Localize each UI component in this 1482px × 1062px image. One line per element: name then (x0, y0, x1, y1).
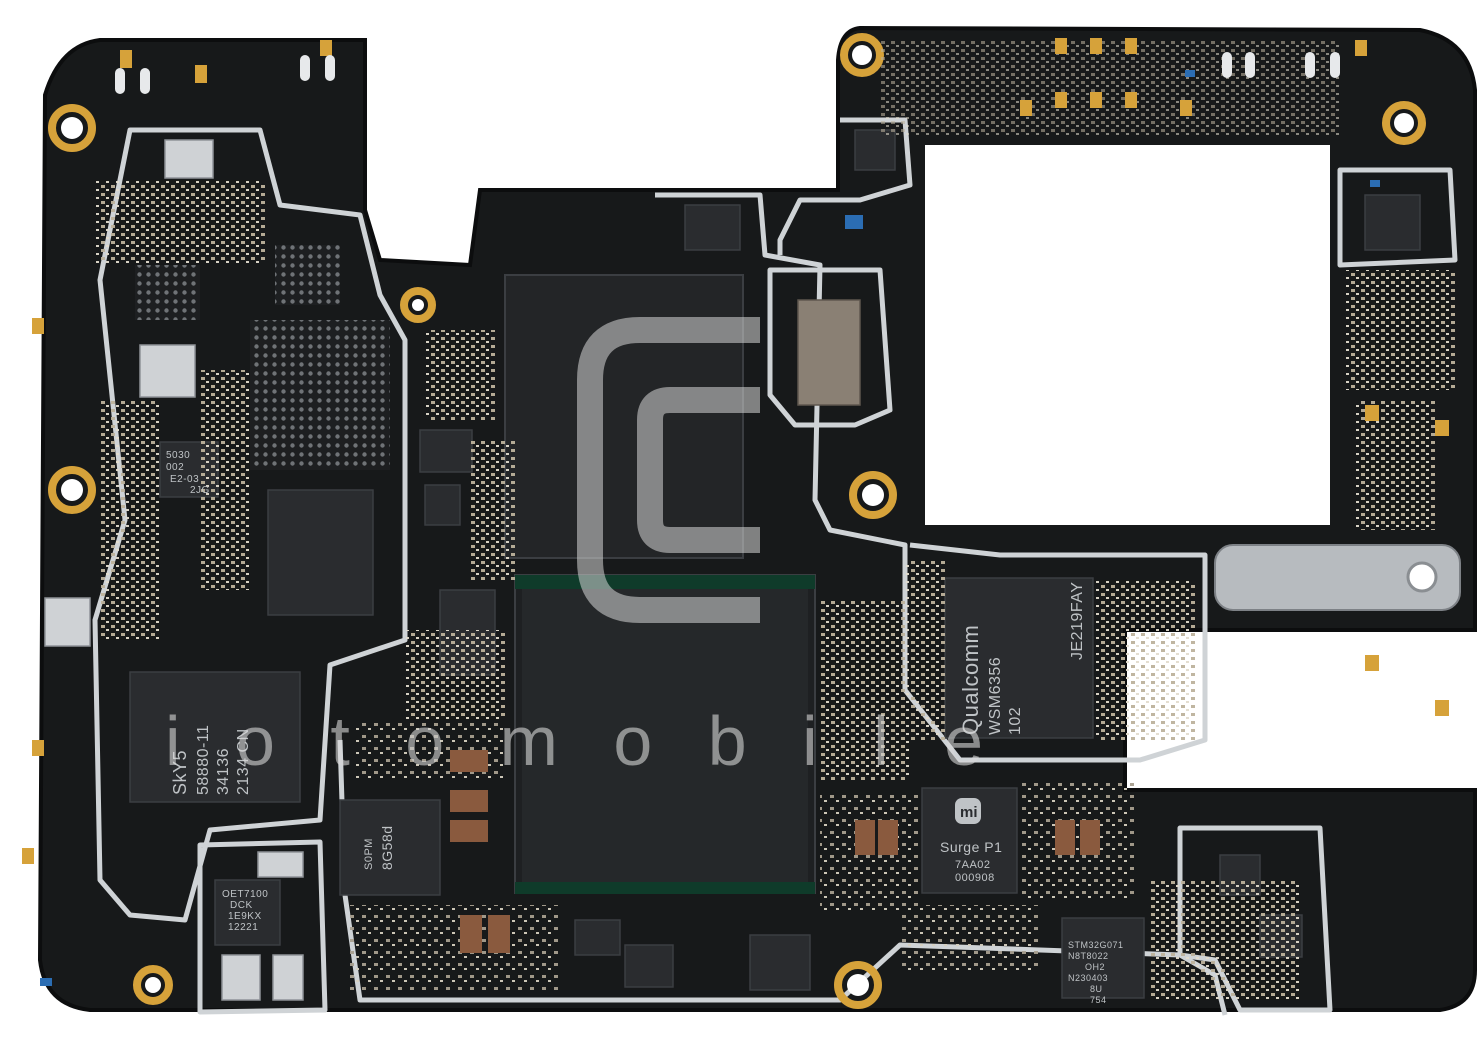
chip-et (214, 879, 281, 946)
watermark-logo-icon (577, 317, 760, 623)
pmic-line2-text: 002 (166, 462, 184, 473)
rf-module (797, 299, 861, 406)
et-line4-text: 12221 (228, 922, 258, 933)
shield-et (197, 839, 328, 1015)
et-line1-text: OET7100 (222, 889, 268, 900)
mi-logo-text: mi (960, 804, 978, 821)
qualcomm-brand-text: Qualcomm (958, 625, 983, 735)
pmic-line4-text: 2JG (190, 485, 210, 496)
chip-stm (1061, 917, 1145, 999)
qualcomm-lot-text: JE219FAY (1069, 582, 1086, 660)
et-line2-text: DCK (230, 900, 253, 911)
stm-rev-text: OH2 (1085, 962, 1105, 972)
pmic-line3-text: E2-03 (170, 474, 199, 485)
chip-qualcomm (944, 577, 1094, 739)
watermark-text: i o t o m o b i l e (165, 702, 1001, 780)
chip-skyworks (129, 671, 301, 803)
skyworks-code-text: 34136 (215, 748, 232, 795)
sdm-line2-text: 8G58d (379, 825, 395, 870)
surge-name-text: Surge P1 (940, 839, 1002, 855)
qualcomm-part-text: WSM6356 (987, 657, 1004, 735)
stm-lot-text: N230403 (1068, 973, 1108, 983)
skyworks-date-text: 2134 CN (235, 728, 252, 795)
skyworks-brand-text: SkY5 (170, 750, 190, 795)
pmic-line1-text: 5030 (166, 450, 190, 461)
shield-rf (767, 267, 893, 428)
metal-bracket (1214, 544, 1461, 611)
stm-line4-text: 8U (1090, 984, 1103, 994)
skyworks-part-text: 58880-11 (195, 725, 212, 795)
mount-hole (48, 104, 96, 152)
stm-code-text: N8T8022 (1068, 951, 1109, 961)
bga-area-left (250, 320, 390, 470)
chip-sdm (339, 799, 441, 896)
surge-code-text: 7AA02 (955, 859, 991, 871)
et-line3-text: 1E9KX (228, 911, 262, 922)
sdm-line1-text: S0PM (363, 838, 375, 870)
qualcomm-rev-text: 102 (1007, 707, 1024, 735)
stm-line5-text: 754 (1090, 995, 1107, 1005)
board-cutout-top (925, 145, 1330, 525)
silver-part-1 (164, 139, 214, 179)
surge-lot-text: 000908 (955, 872, 995, 884)
chip-left-large (267, 489, 374, 616)
mi-logo-icon (955, 798, 981, 824)
shield-tr (1337, 167, 1458, 268)
stm-part-text: STM32G071 (1068, 940, 1124, 950)
